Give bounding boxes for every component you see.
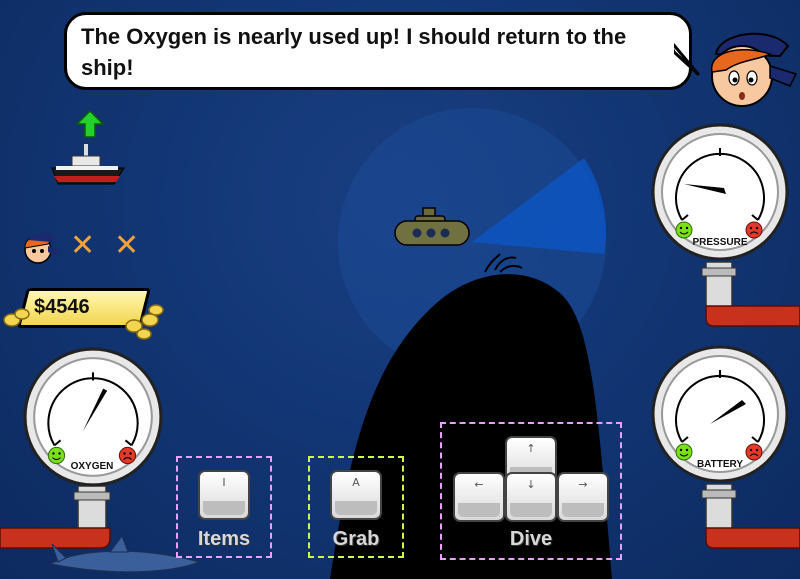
items-key[interactable]: I: [198, 470, 250, 520]
green-up-arrow-icon: [76, 110, 104, 138]
grab-control-panel[interactable]: [308, 456, 404, 558]
left-arrow-icon: ←: [474, 478, 484, 491]
down-arrow-icon: ↓: [526, 478, 536, 491]
money-counter: $4546: [34, 296, 90, 318]
submarine-icon: [394, 207, 470, 246]
left-arrow-key[interactable]: ←: [453, 472, 505, 522]
speech-bubble-tail: [668, 36, 700, 76]
items-key-cap: I: [222, 476, 226, 489]
grab-label: Grab: [332, 528, 380, 550]
oxygen-pipe: [0, 486, 111, 549]
dialog-text: The Oxygen is nearly used up! I should r…: [81, 24, 627, 80]
dive-control-panel[interactable]: [440, 422, 622, 560]
gold-coins-icon: [3, 304, 164, 340]
pressure-gauge: [651, 123, 789, 261]
battery-gauge: [651, 345, 789, 483]
down-arrow-key[interactable]: ↓: [505, 472, 557, 522]
right-arrow-key[interactable]: →: [557, 472, 609, 522]
life-captain-icon: [24, 232, 60, 264]
lost-life-mark: ✕: [70, 228, 96, 263]
pressure-pipe: [701, 262, 800, 327]
items-label: Items: [197, 528, 251, 550]
speech-bubble: The Oxygen is nearly used up! I should r…: [64, 12, 692, 90]
shark-icon: [50, 534, 200, 573]
up-arrow-icon: ↑: [526, 442, 536, 455]
dive-label: Dive: [509, 528, 553, 550]
lost-life-mark: ✕: [114, 228, 140, 263]
battery-gauge-label: BATTERY: [696, 459, 744, 470]
oxygen-gauge-label: OXYGEN: [70, 461, 114, 472]
grab-key[interactable]: A: [330, 470, 382, 520]
items-control-panel[interactable]: [176, 456, 272, 558]
right-arrow-icon: →: [578, 478, 588, 491]
battery-pipe: [701, 484, 800, 549]
oxygen-gauge: [23, 347, 163, 487]
grab-key-cap: A: [352, 476, 360, 489]
ship-icon: [51, 144, 125, 185]
pressure-gauge-label: PRESSURE: [692, 237, 748, 248]
captain-face-icon: [711, 32, 798, 107]
